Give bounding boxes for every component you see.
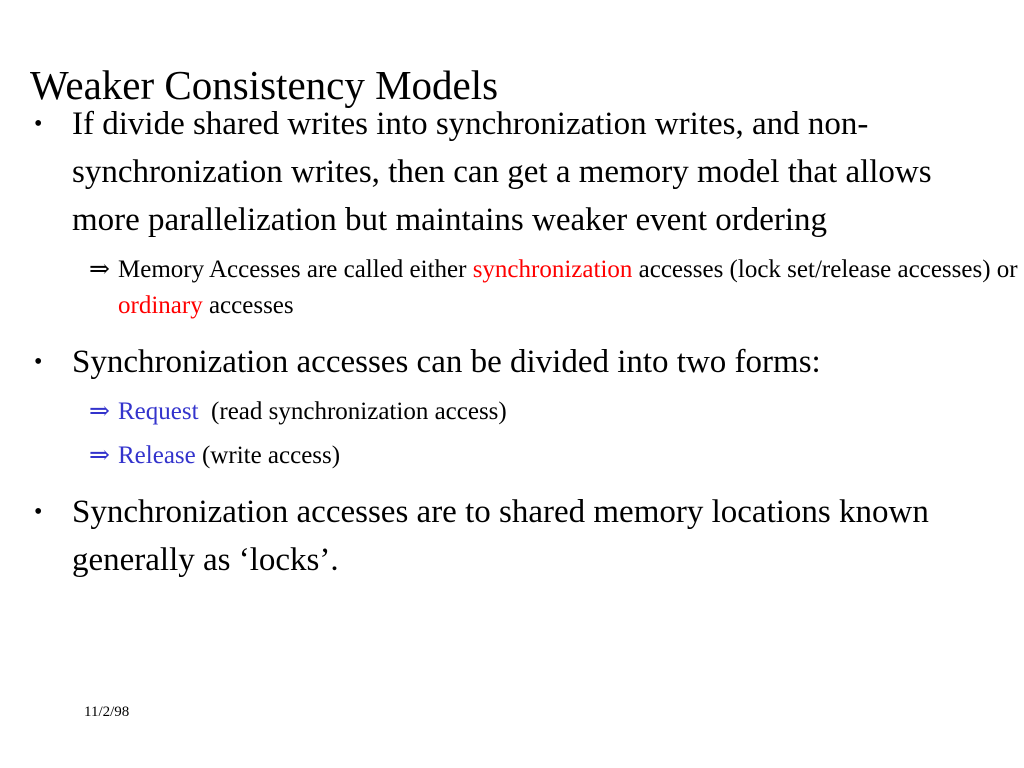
double-arrow-icon: ⇒: [89, 442, 110, 469]
sub-bullet-release: ⇒ Release (write access): [0, 438, 1024, 474]
sub-bullet-segment: accesses (lock set/release accesses) or: [632, 256, 1018, 283]
bullet-text: Synchronization accesses are to shared m…: [72, 494, 929, 578]
bullet-text: If divide shared writes into synchroniza…: [72, 106, 932, 238]
sub-bullet-text: Request (read synchronization access): [118, 394, 1024, 430]
spacer: [0, 324, 1024, 338]
double-arrow-icon: ⇒: [89, 398, 110, 425]
double-arrow-icon: ⇒: [89, 256, 110, 283]
highlight-ordinary: ordinary: [118, 292, 203, 319]
release-description: (write access): [195, 442, 341, 469]
slide-body: • If divide shared writes into synchroni…: [0, 100, 1024, 584]
bullet-level1: • If divide shared writes into synchroni…: [0, 100, 1024, 244]
spacer: [0, 474, 1024, 488]
bullet-text: Synchronization accesses can be divided …: [72, 344, 821, 380]
footer-date: 11/2/98: [84, 704, 130, 720]
sub-bullet-request: ⇒ Request (read synchronization access): [0, 394, 1024, 430]
bullet-dot-icon: •: [34, 111, 43, 137]
sub-bullet-text: Memory Accesses are called either synchr…: [118, 252, 1024, 324]
bullet-dot-icon: •: [34, 499, 43, 525]
spacer: [0, 244, 1024, 252]
sub-bullet-level2: ⇒ Memory Accesses are called either sync…: [0, 252, 1024, 324]
highlight-synchronization: synchronization: [472, 256, 633, 283]
bullet-level1: • Synchronization accesses are to shared…: [0, 488, 1024, 584]
release-label: Release: [118, 442, 196, 469]
sub-bullet-segment: Memory Accesses are called either: [118, 256, 473, 283]
sub-bullet-text: Release (write access): [118, 438, 1024, 474]
page-title: Weaker Consistency Models: [30, 62, 499, 109]
sub-bullet-segment: accesses: [202, 292, 294, 319]
request-label: Request: [118, 398, 199, 425]
bullet-level1: • Synchronization accesses can be divide…: [0, 338, 1024, 386]
bullet-dot-icon: •: [34, 349, 43, 375]
spacer: [0, 430, 1024, 438]
request-description: (read synchronization access): [198, 398, 507, 425]
spacer: [0, 386, 1024, 394]
